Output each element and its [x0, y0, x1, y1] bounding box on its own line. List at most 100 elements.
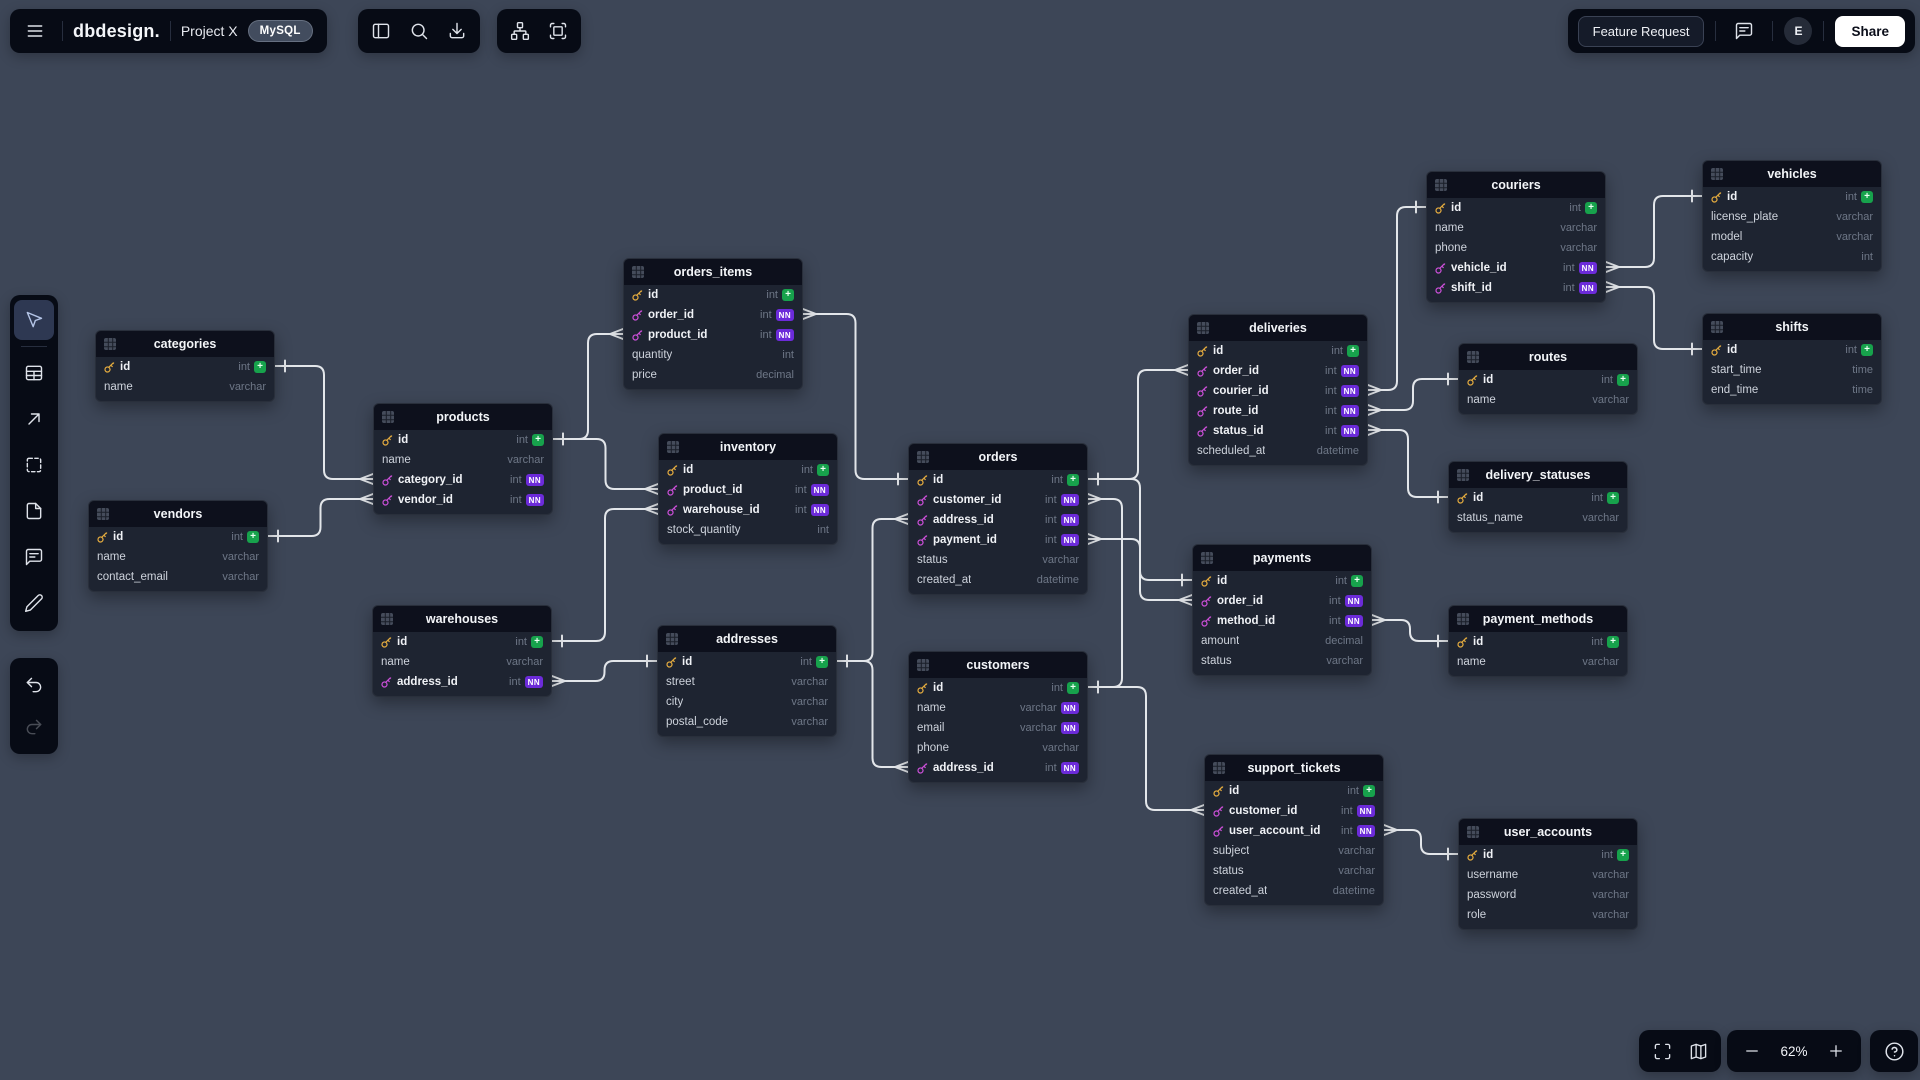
share-button[interactable]: Share: [1835, 15, 1905, 47]
relationship-inventory-products[interactable]: [552, 438, 659, 490]
many-marker[interactable]: [644, 503, 659, 515]
many-marker[interactable]: [551, 675, 566, 687]
relationship-deliveries-couriers[interactable]: [1367, 206, 1427, 391]
select-tool[interactable]: [14, 300, 54, 340]
menu-icon[interactable]: [18, 14, 52, 48]
many-marker[interactable]: [1605, 281, 1620, 293]
table-header[interactable]: vendors: [89, 501, 267, 527]
relationship-support_tickets-user_accounts[interactable]: [1383, 829, 1459, 855]
table-header[interactable]: warehouses: [373, 606, 551, 632]
chat-icon[interactable]: [1727, 14, 1761, 48]
relationship-couriers-shifts[interactable]: [1605, 286, 1703, 350]
export-icon[interactable]: [440, 14, 474, 48]
many-marker[interactable]: [1367, 404, 1382, 416]
many-marker[interactable]: [359, 473, 374, 485]
relationship-products-vendors[interactable]: [267, 498, 374, 537]
many-marker[interactable]: [1605, 261, 1620, 273]
table-header[interactable]: payments: [1193, 545, 1371, 571]
many-marker[interactable]: [1178, 594, 1193, 606]
relationship-orders_items-orders[interactable]: [802, 313, 909, 480]
help-icon[interactable]: [1877, 1034, 1911, 1068]
table-header[interactable]: payment_methods: [1449, 606, 1627, 632]
many-marker[interactable]: [1174, 364, 1189, 376]
table-header[interactable]: orders_items: [624, 259, 802, 285]
many-marker[interactable]: [1087, 533, 1102, 545]
minimap-icon[interactable]: [1681, 1034, 1715, 1068]
add-table-tool[interactable]: [14, 353, 54, 393]
many-marker[interactable]: [1190, 804, 1205, 816]
fullscreen-icon[interactable]: [1645, 1034, 1679, 1068]
relationship-payments-orders[interactable]: [1087, 478, 1193, 601]
relationship-orders-addresses[interactable]: [836, 518, 909, 662]
relationship-deliveries-delivery_statuses[interactable]: [1367, 429, 1449, 498]
avatar[interactable]: E: [1784, 17, 1813, 45]
many-marker[interactable]: [802, 308, 817, 320]
many-marker[interactable]: [894, 761, 909, 773]
redo-icon[interactable]: [14, 708, 54, 746]
relationship-couriers-vehicles[interactable]: [1605, 195, 1703, 268]
edit-tool[interactable]: [14, 583, 54, 623]
zoom-in-button[interactable]: [1819, 1034, 1853, 1068]
relationship-products-categories[interactable]: [274, 365, 374, 480]
add-comment-tool[interactable]: [14, 537, 54, 577]
table-header[interactable]: couriers: [1427, 172, 1605, 198]
table-header[interactable]: customers: [909, 652, 1087, 678]
many-marker[interactable]: [1087, 493, 1102, 505]
table-header[interactable]: shifts: [1703, 314, 1881, 340]
fit-view-icon[interactable]: [541, 14, 575, 48]
add-relationship-tool[interactable]: [14, 399, 54, 439]
